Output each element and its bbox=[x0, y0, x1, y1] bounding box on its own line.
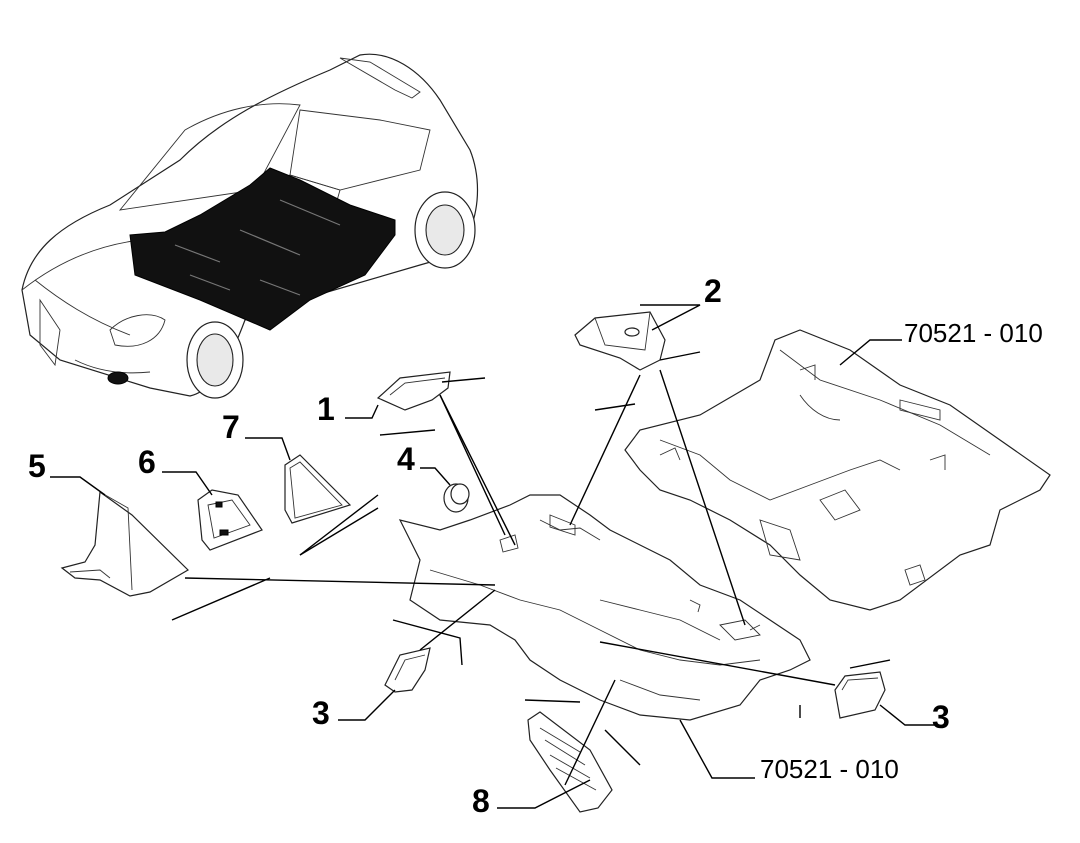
part-2-insulation-block bbox=[574, 311, 666, 371]
part-6-bracket bbox=[197, 489, 263, 551]
callout-labels: 1 2 3 3 4 5 6 7 8 70521 - 010 70521 - 01… bbox=[28, 273, 1043, 819]
carpet-top-right bbox=[624, 329, 1051, 611]
leader-lines bbox=[50, 304, 935, 809]
part-5-side-panel bbox=[60, 490, 189, 597]
callout-8: 8 bbox=[472, 783, 490, 819]
callout-7: 7 bbox=[222, 409, 240, 445]
part-code-top: 70521 - 010 bbox=[904, 318, 1043, 348]
part-3-clip-right bbox=[834, 671, 886, 719]
part-8-heel-pad bbox=[527, 711, 613, 813]
callout-3-right: 3 bbox=[932, 699, 950, 735]
callout-6: 6 bbox=[138, 444, 156, 480]
part-1-insulation-pad bbox=[376, 371, 451, 411]
car-illustration bbox=[21, 53, 479, 399]
carpet-bottom-center bbox=[398, 494, 811, 721]
callout-3-left: 3 bbox=[312, 695, 330, 731]
callout-2: 2 bbox=[704, 273, 722, 309]
part-3-clip-left bbox=[384, 647, 431, 693]
callout-4: 4 bbox=[397, 441, 415, 477]
callout-5: 5 bbox=[28, 448, 46, 484]
callout-1: 1 bbox=[317, 391, 335, 427]
part-7-triangle-pad bbox=[284, 454, 352, 524]
part-4-grommet bbox=[443, 483, 470, 513]
part-code-bottom: 70521 - 010 bbox=[760, 754, 899, 784]
